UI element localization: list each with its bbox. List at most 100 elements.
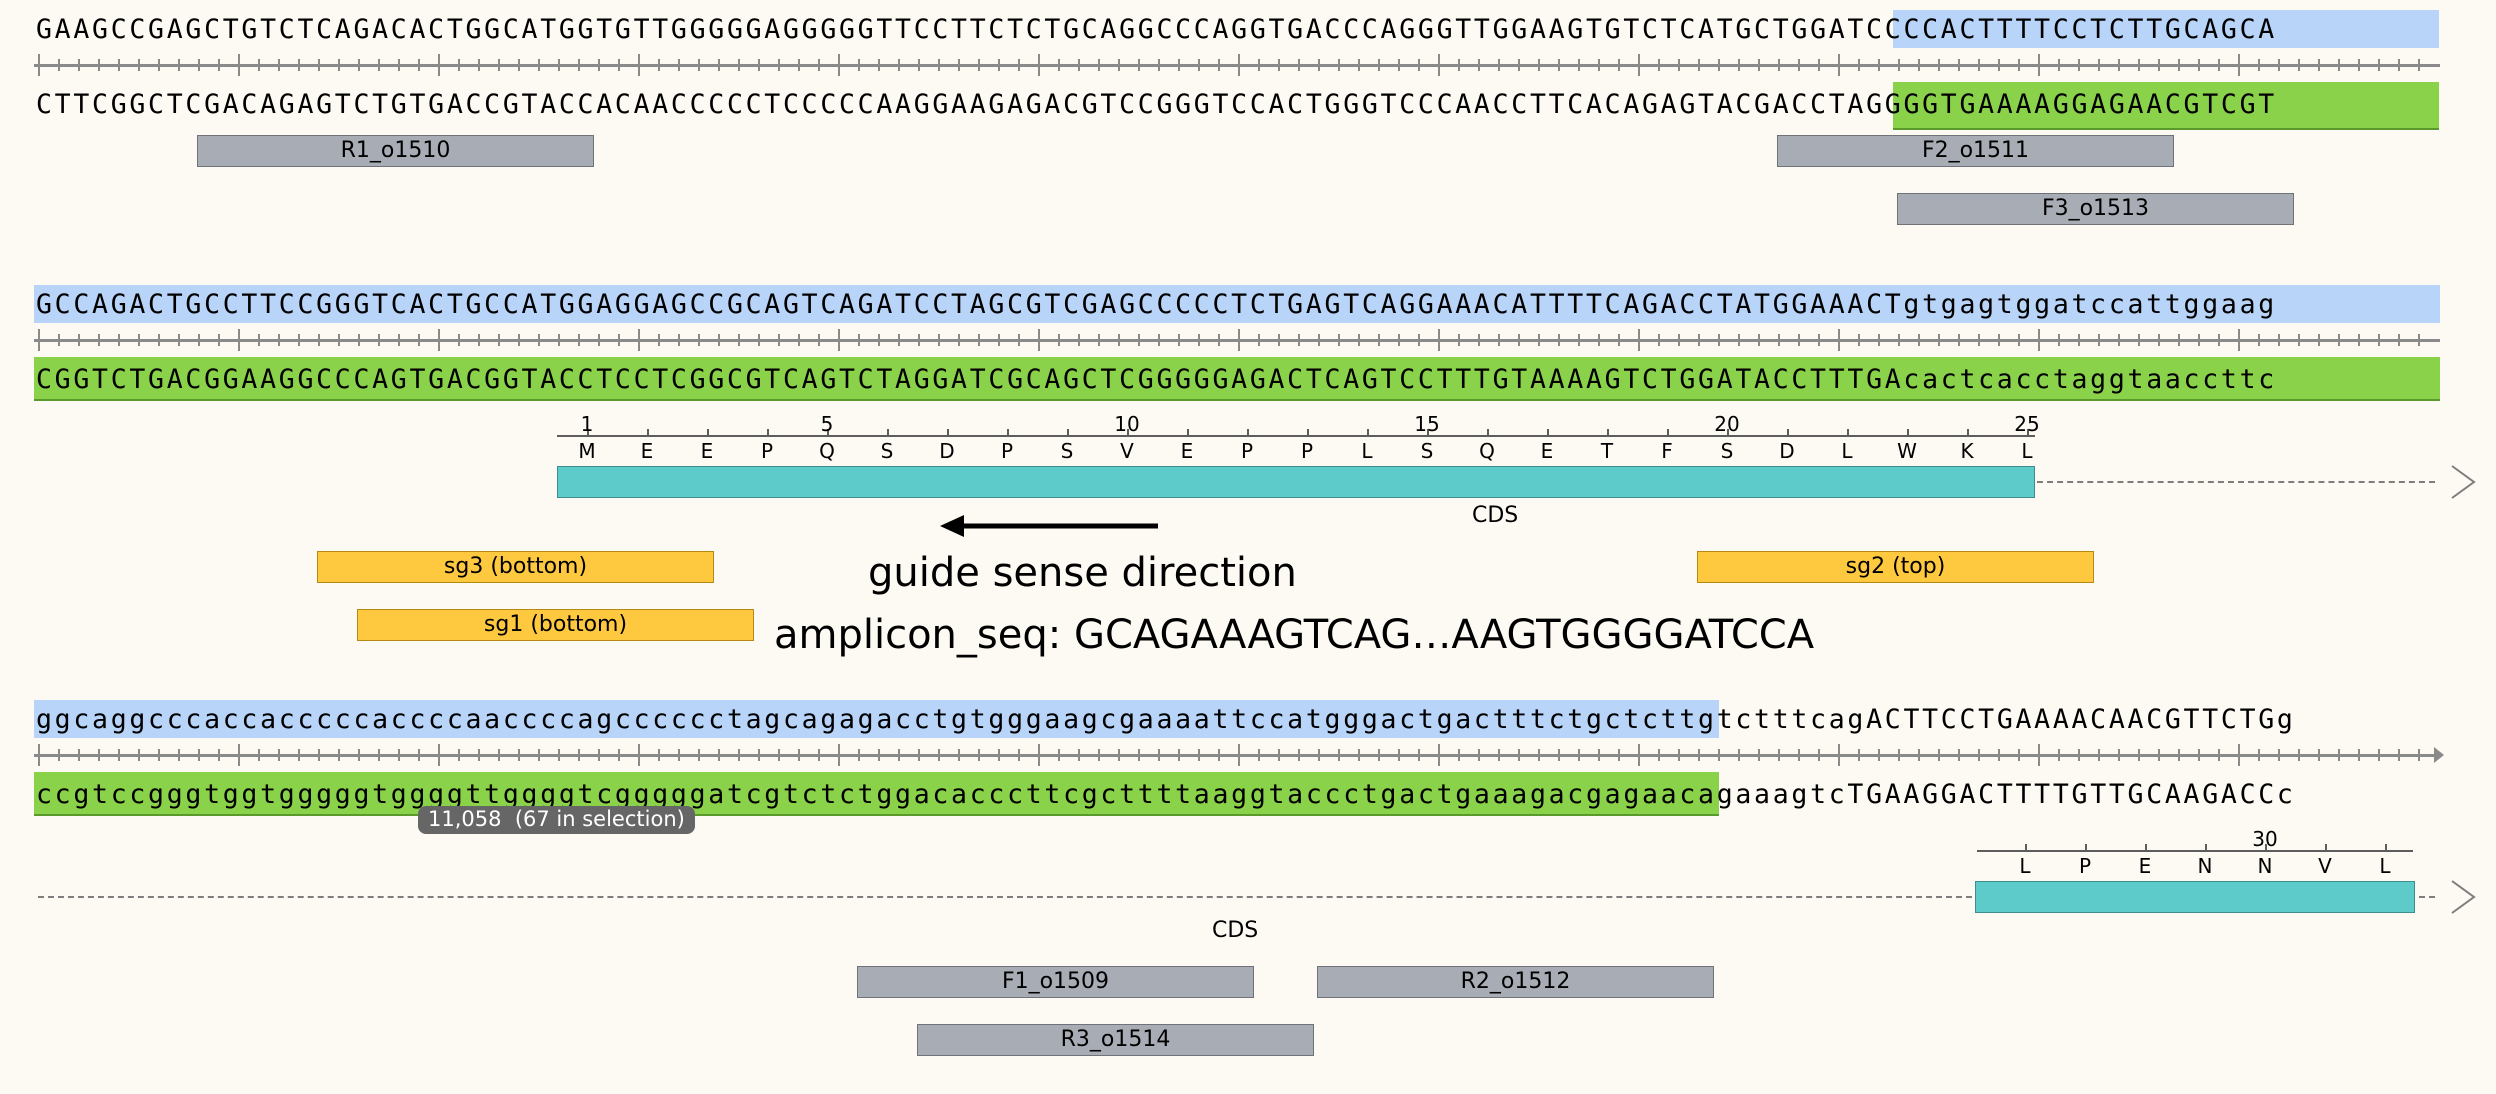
- ruler-tick: [1818, 59, 1820, 71]
- guide-sg3[interactable]: sg3 (bottom): [317, 551, 714, 583]
- ruler-tick: [1838, 744, 1840, 766]
- ruler-tick: [1218, 334, 1220, 346]
- cds-feature-bar[interactable]: [557, 466, 2035, 498]
- ruler-tick: [2098, 749, 2100, 761]
- chevron-right-icon: [2451, 465, 2476, 499]
- ruler-tick: [738, 59, 740, 71]
- ruler-tick: [298, 334, 300, 346]
- ruler-tick: [918, 59, 920, 71]
- ruler-tick: [118, 59, 120, 71]
- ruler-tick: [718, 59, 720, 71]
- top-strand-row-3[interactable]: ggcaggcccaccacccccaccccaaccccagcccccctag…: [36, 701, 2296, 739]
- ruler-tick: [1378, 749, 1380, 761]
- residue-number: 15: [1414, 412, 1440, 436]
- ruler-tick: [958, 749, 960, 761]
- ruler-tick: [518, 59, 520, 71]
- ruler-tick: [58, 59, 60, 71]
- guide-label: sg3 (bottom): [443, 554, 588, 579]
- primer-f2[interactable]: F2_o1511: [1777, 135, 2174, 167]
- ruler-tick: [1918, 334, 1920, 346]
- primer-r3[interactable]: R3_o1514: [917, 1024, 1314, 1056]
- ruler-tick: [1178, 59, 1180, 71]
- ruler-tick: [1338, 59, 1340, 71]
- ruler-tick: [1738, 334, 1740, 346]
- primer-r1[interactable]: R1_o1510: [197, 135, 594, 167]
- ruler-tick: [998, 59, 1000, 71]
- ruler-tick: [1558, 334, 1560, 346]
- ruler-tick: [2338, 749, 2340, 761]
- ruler-tick: [118, 334, 120, 346]
- ruler-tick: [1898, 59, 1900, 71]
- ruler-tick: [2018, 334, 2020, 346]
- ruler-tick: [658, 749, 660, 761]
- ruler-tick: [1958, 749, 1960, 761]
- ruler-tick: [1198, 749, 1200, 761]
- ruler-tick: [1778, 749, 1780, 761]
- ruler-tick: [2418, 749, 2420, 761]
- bottom-strand-row-2[interactable]: CGGTCTGACGGAAGGCCCAGTGACGGTACCTCCTCGGCGT…: [36, 361, 2277, 399]
- ruler-tick: [478, 59, 480, 71]
- ruler-tick: [1018, 59, 1020, 71]
- ruler-tick: [2358, 59, 2360, 71]
- aa-tick: [1007, 429, 1009, 436]
- ruler-tick: [758, 749, 760, 761]
- guide-label: sg1 (bottom): [483, 612, 628, 637]
- ruler-tick: [978, 334, 980, 346]
- ruler-tick: [718, 334, 720, 346]
- ruler-tick: [1458, 59, 1460, 71]
- ruler-tick: [358, 749, 360, 761]
- ruler-tick: [98, 59, 100, 71]
- ruler-tick: [2398, 749, 2400, 761]
- amino-acid-label: T: [1600, 439, 1614, 463]
- ruler-tick: [1438, 329, 1440, 351]
- ruler-tick: [798, 749, 800, 761]
- residue-number: 25: [2014, 412, 2040, 436]
- bottom-strand-row-1[interactable]: CTTCGGCTCGACAGAGTCTGTGACCGTACCACAACCCCCT…: [36, 86, 2277, 124]
- amino-acid-label: P: [1300, 439, 1314, 463]
- ruler-tick: [818, 749, 820, 761]
- ruler-tick: [418, 334, 420, 346]
- amino-acid-label: E: [1540, 439, 1554, 463]
- ruler-tick: [158, 334, 160, 346]
- ruler-tick: [458, 59, 460, 71]
- ruler-tick: [658, 59, 660, 71]
- primer-r2[interactable]: R2_o1512: [1317, 966, 1714, 998]
- aa-tick: [1487, 429, 1489, 436]
- cds-feature-bar[interactable]: [1975, 881, 2415, 913]
- ruler-tick: [438, 744, 440, 766]
- ruler-tick: [858, 749, 860, 761]
- ruler-tick: [1458, 749, 1460, 761]
- ruler-tick: [1938, 59, 1940, 71]
- ruler-tick: [1698, 749, 1700, 761]
- aa-tick: [2025, 844, 2027, 851]
- ruler-tick: [1378, 334, 1380, 346]
- primer-f3[interactable]: F3_o1513: [1897, 193, 2294, 225]
- ruler-tick: [438, 54, 440, 76]
- ruler-tick: [1038, 744, 1040, 766]
- aa-tick: [2027, 429, 2029, 436]
- primer-f1[interactable]: F1_o1509: [857, 966, 1254, 998]
- ruler-tick: [498, 59, 500, 71]
- aa-tick: [587, 429, 589, 436]
- ruler-tick: [638, 54, 640, 76]
- ruler-tick: [1998, 749, 2000, 761]
- ruler-tick: [518, 749, 520, 761]
- ruler-tick: [2238, 329, 2240, 351]
- top-strand-row-1[interactable]: GAAGCCGAGCTGTCTCAGACACTGGCATGGTGTTGGGGGA…: [36, 11, 2277, 49]
- ruler-tick: [138, 334, 140, 346]
- top-strand-row-2[interactable]: GCCAGACTGCCTTCCGGGTCACTGCCATGGAGGAGCCGCA…: [36, 286, 2277, 324]
- guide-sg1[interactable]: sg1 (bottom): [357, 609, 754, 641]
- ruler-tick: [1878, 334, 1880, 346]
- ruler-tick: [1018, 749, 1020, 761]
- ruler-tick: [1618, 749, 1620, 761]
- ruler-tick: [718, 749, 720, 761]
- ruler-tick: [1458, 334, 1460, 346]
- cds-label: CDS: [1472, 503, 1519, 528]
- ruler-tick: [278, 749, 280, 761]
- ruler-tick: [1678, 334, 1680, 346]
- guide-sg2[interactable]: sg2 (top): [1697, 551, 2094, 583]
- ruler-tick: [1578, 749, 1580, 761]
- ruler-tick: [1118, 334, 1120, 346]
- bottom-strand-row-3[interactable]: ccgtccgggtggtgggggtggggttggggtcgggggatcg…: [36, 776, 2296, 814]
